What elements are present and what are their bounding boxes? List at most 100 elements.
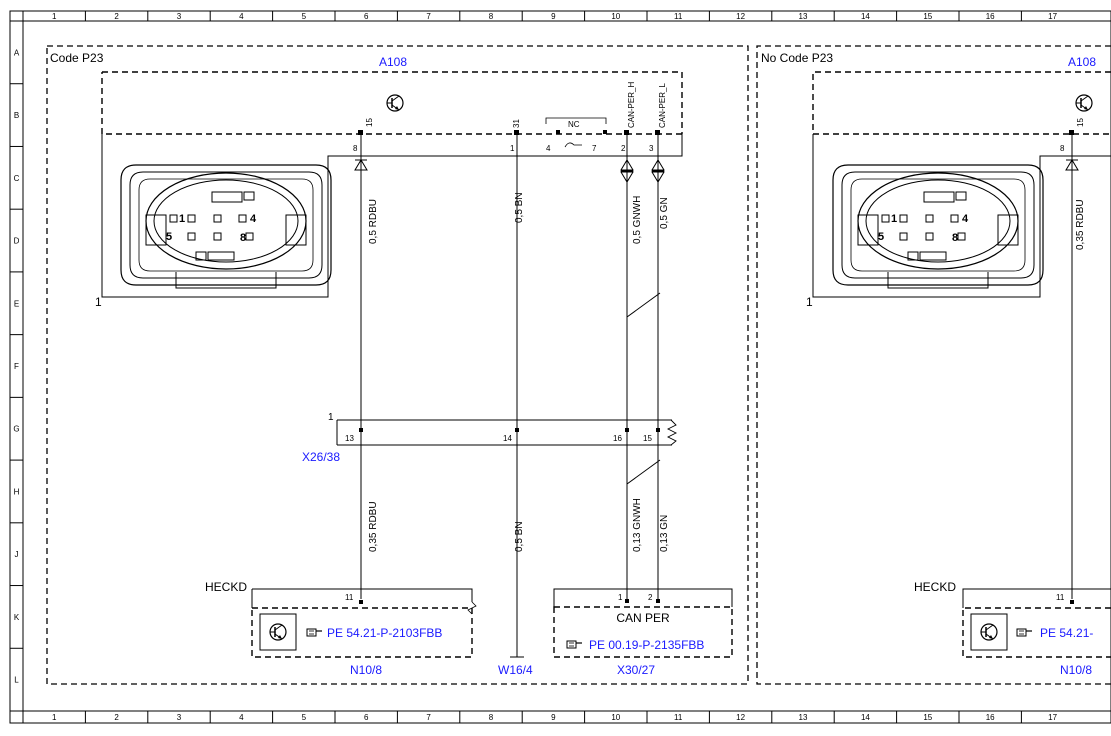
row-index-label: J [15, 550, 19, 559]
wire-label: 0,5 BN [514, 192, 525, 223]
module-pins: 8 15 1 31 4 7 NC 2 CAN-PER_H 3 CAN-PER_L [353, 82, 667, 153]
hec-link[interactable]: PE 54.21- [1040, 626, 1093, 640]
column-index-label: 15 [923, 12, 932, 21]
svg-text:15: 15 [643, 434, 652, 443]
column-index-label: 7 [426, 12, 431, 21]
row-index-label: G [13, 425, 19, 434]
hec-name: HECKD [914, 580, 956, 594]
column-index-label: 8 [489, 12, 494, 21]
svg-text:CAN-PER_L: CAN-PER_L [658, 83, 667, 128]
wire-label: 0,5 GN [659, 197, 670, 229]
transistor-symbol-icon [269, 623, 287, 641]
column-index-label: 14 [861, 713, 870, 722]
column-index-label: 11 [674, 12, 683, 21]
column-index-label: 16 [986, 713, 995, 722]
connector-face: 1 4 5 8 [832, 164, 1044, 289]
row-index-label: F [14, 362, 19, 371]
hec-ref: N10/8 [350, 663, 382, 677]
svg-text:8: 8 [952, 232, 958, 244]
column-index-label: 2 [114, 713, 119, 722]
row-index-label: B [14, 111, 19, 120]
panel-title: Code P23 [50, 51, 104, 65]
pointing-hand-icon [566, 640, 583, 649]
column-index-label: 12 [736, 12, 745, 21]
row-index-label: D [14, 237, 20, 246]
column-index-label: 1 [52, 713, 57, 722]
column-index-label: 17 [1048, 12, 1057, 21]
svg-text:5: 5 [878, 231, 884, 243]
diode-arrow-icon [1065, 159, 1079, 171]
wire-label: 0,5 RDBU [368, 199, 379, 244]
svg-text:31: 31 [512, 119, 521, 128]
panel-no-code-p23: No Code P23 A108 1 4 5 8 1 8 15 0,35 RDB… [756, 45, 1111, 685]
row-index-label: L [14, 676, 19, 685]
panel-code-p23: Code P23 A108 1 4 5 8 1 8 15 1 31 4 7 [46, 45, 749, 685]
inline-connector-x26-38: 1 13 14 16 15 [328, 412, 678, 446]
svg-text:1: 1 [618, 593, 623, 602]
column-index-label: 1 [52, 12, 57, 21]
column-index-label: 6 [364, 12, 369, 21]
column-index-label: 4 [239, 12, 244, 21]
column-index-label: 9 [551, 713, 556, 722]
column-index-label: 3 [177, 12, 182, 21]
svg-text:13: 13 [345, 434, 354, 443]
connector-face-label: 1 [806, 295, 813, 309]
svg-text:16: 16 [613, 434, 622, 443]
column-index-label: 7 [426, 713, 431, 722]
hec-block: HECKD 11 PE 54.21-P-2103FBB [205, 580, 477, 658]
column-index-label: 9 [551, 12, 556, 21]
ground-ref: W16/4 [498, 663, 533, 677]
svg-text:15: 15 [1076, 118, 1085, 127]
column-index-label: 5 [302, 713, 307, 722]
hec-block: HECKD 11 PE 54.21- [914, 580, 1111, 658]
svg-text:CAN-PER_H: CAN-PER_H [627, 82, 636, 128]
hec-link[interactable]: PE 54.21-P-2103FBB [327, 626, 442, 640]
svg-text:4: 4 [962, 213, 969, 225]
transistor-symbol-icon [1075, 94, 1093, 112]
can-link[interactable]: PE 00.19-P-2135FBB [589, 638, 704, 652]
svg-text:11: 11 [345, 593, 354, 602]
face-pin-8: 8 [240, 232, 246, 244]
resistor-icon [666, 419, 678, 446]
wire-label: 0,35 RDBU [1075, 199, 1086, 250]
connector-ref-x26-38: X26/38 [302, 450, 340, 464]
row-index-label: C [14, 174, 20, 183]
column-index-label: 17 [1048, 713, 1057, 722]
column-index-label: 11 [674, 713, 683, 722]
column-index-label: 13 [799, 713, 808, 722]
svg-text:2: 2 [621, 144, 626, 153]
connector-face: 1 4 5 8 [120, 164, 332, 289]
connector-face-label: 1 [95, 295, 102, 309]
pointing-hand-icon [306, 628, 323, 637]
wire-label: 0,5 GNWH [632, 196, 643, 244]
module-ref-a108: A108 [1068, 55, 1096, 69]
wire-label: 0,35 RDBU [368, 501, 379, 552]
can-ref: X30/27 [617, 663, 655, 677]
column-index-label: 8 [489, 713, 494, 722]
drawing-frame [9, 10, 1111, 724]
row-index-label: H [14, 487, 20, 496]
wire-label: 0,13 GN [659, 515, 670, 552]
column-index-label: 2 [114, 12, 119, 21]
svg-text:14: 14 [503, 434, 512, 443]
column-index-label: 10 [611, 12, 620, 21]
svg-text:7: 7 [592, 144, 597, 153]
column-index-label: 4 [239, 713, 244, 722]
row-index-label: K [14, 613, 20, 622]
column-index-label: 3 [177, 713, 182, 722]
column-index-label: 10 [611, 713, 620, 722]
column-index-label: 12 [736, 713, 745, 722]
pointing-hand-icon [1016, 628, 1033, 637]
wire-label: 0,5 BN [514, 521, 525, 552]
svg-text:1: 1 [328, 412, 334, 423]
module-ref-a108: A108 [379, 55, 407, 69]
column-index-label: 6 [364, 713, 369, 722]
face-pin-5: 5 [166, 231, 172, 243]
svg-text:2: 2 [648, 593, 653, 602]
column-index-label: 16 [986, 12, 995, 21]
svg-text:1: 1 [891, 213, 897, 225]
diode-arrow-icon [354, 159, 665, 183]
